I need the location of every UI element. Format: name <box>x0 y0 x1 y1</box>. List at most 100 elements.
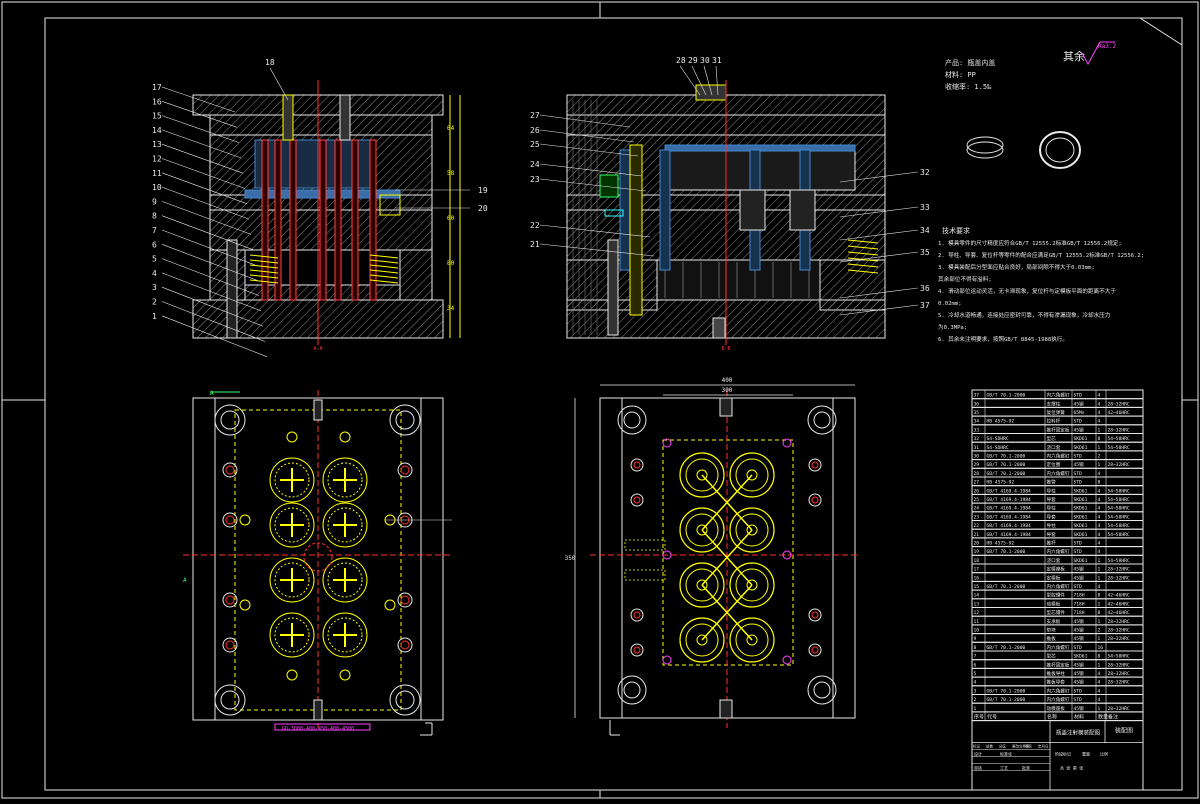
bom-cell: 54~58HRC <box>1108 445 1130 451</box>
bom-cell: 28~32HRC <box>1108 706 1130 712</box>
bom-cell: 导套 <box>1047 513 1057 520</box>
bom-cell: GB/T 4169.4-1984 <box>987 497 1031 503</box>
bom-cell: 718H <box>1074 610 1085 616</box>
callout-b-23: 23 <box>530 175 540 184</box>
tb-row-label: 标记 <box>973 744 981 749</box>
cavity-right-inner-0-0 <box>685 458 719 492</box>
plate-a-1 <box>209 114 433 136</box>
bom-cell: 8 <box>974 645 977 651</box>
callout-a-4: 4 <box>152 269 157 278</box>
guide-bore-left-1 <box>389 404 421 436</box>
callout-a-9: 9 <box>152 197 157 206</box>
bom-cell: 8 <box>1098 480 1101 486</box>
callout-a-3: 3 <box>152 283 157 292</box>
cooling-stub-a <box>624 539 666 551</box>
cavity-right-gate-0-0 <box>696 469 708 481</box>
leader-a-12 <box>161 158 246 189</box>
pin-a-6 <box>369 139 377 301</box>
bom-cell: 动模座板 <box>1047 705 1066 712</box>
bom-cell: 导柱 <box>1047 505 1057 512</box>
tb-row-label: 更改文件号 <box>1012 744 1030 749</box>
bom-cell: 型腔镶件 <box>1047 592 1066 599</box>
callout-a-8: 8 <box>152 212 157 221</box>
tb-approve: 批准 <box>1022 765 1030 771</box>
cavity-inner-2-0 <box>274 562 310 598</box>
cavity-right-gate-2-1 <box>746 579 758 591</box>
bom-cell: 12 <box>974 610 980 616</box>
bom-cell: 28~32HRC <box>1108 462 1130 468</box>
bom-cell: STD <box>1074 419 1083 425</box>
bom-cell: SKD61 <box>1074 506 1088 512</box>
bom-cell: 29 <box>974 462 980 468</box>
screw-right-5 <box>808 608 822 622</box>
bom-cell: 1 <box>1098 567 1101 573</box>
pin-left-5 <box>339 431 351 443</box>
screw-core-left-4 <box>225 515 235 525</box>
cavity-inner-1-1 <box>327 507 363 543</box>
bom-cell: GB/T 70.1-2000 <box>987 549 1026 555</box>
cavity-right-gate-0-1 <box>746 469 758 481</box>
bom-cell: 22 <box>974 523 980 529</box>
tech-note-5: 0.02mm; <box>938 301 962 307</box>
leader-a-17 <box>161 86 236 113</box>
bom-cell: 4 <box>1098 532 1101 538</box>
bom-cell: 8 <box>1098 593 1101 599</box>
dim-text-a: 34 <box>447 305 455 312</box>
callout-a-10: 10 <box>152 183 162 192</box>
cavity-ring-0-1 <box>322 457 368 503</box>
leader-a-4 <box>161 272 262 312</box>
bom-cell: 30 <box>974 454 980 460</box>
return-pin-a <box>226 239 238 339</box>
tb-title: 瓶盖注射模装配图 <box>1056 729 1101 737</box>
bom-cell: 5 <box>974 671 977 677</box>
callout-b-35: 35 <box>920 248 930 257</box>
magenta-pin-4 <box>782 550 792 560</box>
bom-cell: SKD61 <box>1074 558 1088 564</box>
guide-bore-left-2 <box>214 684 246 716</box>
callout-b-34: 34 <box>920 226 930 235</box>
cavity-inner-3-0 <box>274 617 310 653</box>
bom-cell: 1 <box>1098 462 1101 468</box>
callout-b-28: 28 <box>676 56 686 65</box>
screw-right-3 <box>808 493 822 507</box>
callout-a-1: 1 <box>152 312 157 321</box>
callout-a-19: 19 <box>478 186 488 195</box>
bom-cell: STD <box>1074 471 1083 477</box>
leader-a-13 <box>161 143 244 174</box>
bom-cell: STD <box>1074 393 1083 399</box>
annotation-frame <box>274 723 371 731</box>
guide-bore-right-3 <box>807 675 837 705</box>
bom-cell: STD <box>1074 645 1083 651</box>
cavity-right-gate-1-0 <box>696 524 708 536</box>
bom-cell: 35 <box>974 410 980 416</box>
bom-cell: 42~46HRC <box>1108 610 1130 616</box>
product-sketch-2b <box>1045 137 1075 163</box>
dim-text-350: 350 <box>565 555 576 562</box>
bom-cell: 28~32HRC <box>1108 575 1130 581</box>
bom-cell: 54~58HRC <box>1108 532 1130 538</box>
bom-header-cell: 名称 <box>1047 714 1057 721</box>
screw-left-4 <box>222 512 238 528</box>
callout-a-18: 18 <box>265 58 275 67</box>
bom-cell: 1 <box>1098 662 1101 668</box>
callout-a-2: 2 <box>152 298 157 307</box>
spring-a-0 <box>249 254 279 259</box>
leader-a-6 <box>161 244 258 281</box>
bom-cell: 10 <box>974 628 980 634</box>
callout-b-21: 21 <box>530 240 540 249</box>
leader-a-9 <box>161 201 252 235</box>
magenta-pin-0 <box>662 438 672 448</box>
sprue-a <box>282 94 294 141</box>
bom-cell: 28 <box>974 471 980 477</box>
leader-a-2 <box>161 301 266 342</box>
screw-core-right-0 <box>633 461 641 469</box>
bom-header-cell: 代号 <box>987 714 997 721</box>
guide-bore-inner-right-3 <box>813 681 831 699</box>
bom-cell: 推管 <box>1047 479 1057 486</box>
screw-right-4 <box>630 608 644 622</box>
